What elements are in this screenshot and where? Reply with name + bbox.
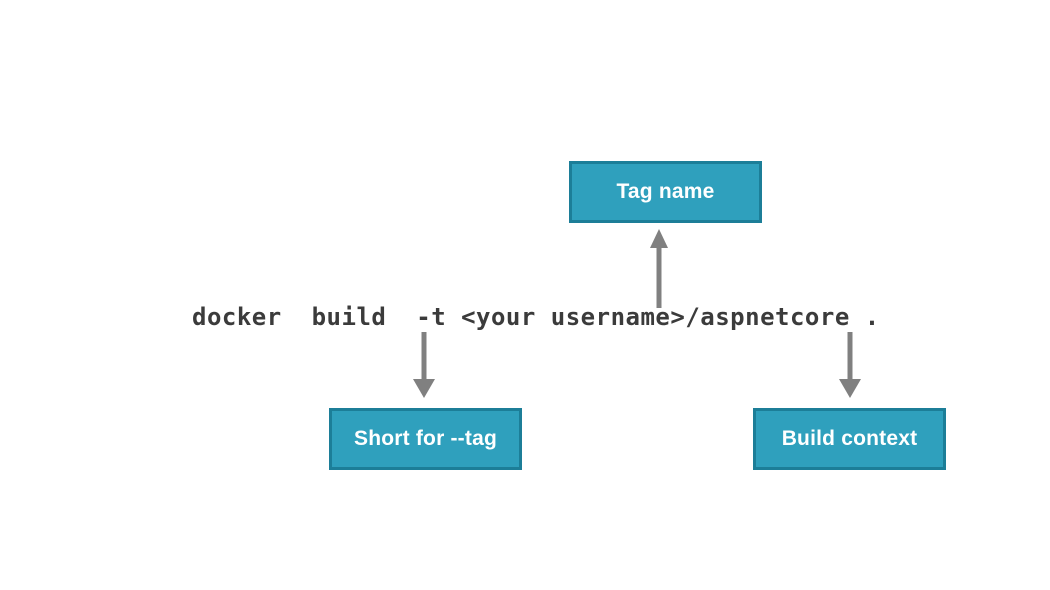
callout-tag-name-label: Tag name — [616, 180, 715, 203]
arrow-up-to-tag-name — [650, 229, 668, 308]
callout-tag-name: Tag name — [569, 161, 762, 223]
docker-command-text: docker build -t <your username>/aspnetco… — [192, 303, 880, 331]
arrow-down-to-build-context — [839, 332, 861, 398]
callout-short-for-tag: Short for --tag — [329, 408, 522, 470]
callout-build-context-label: Build context — [781, 427, 918, 450]
arrow-down-to-short-for-tag — [413, 332, 435, 398]
callout-build-context: Build context — [753, 408, 946, 470]
callout-short-for-tag-label: Short for --tag — [354, 427, 497, 450]
